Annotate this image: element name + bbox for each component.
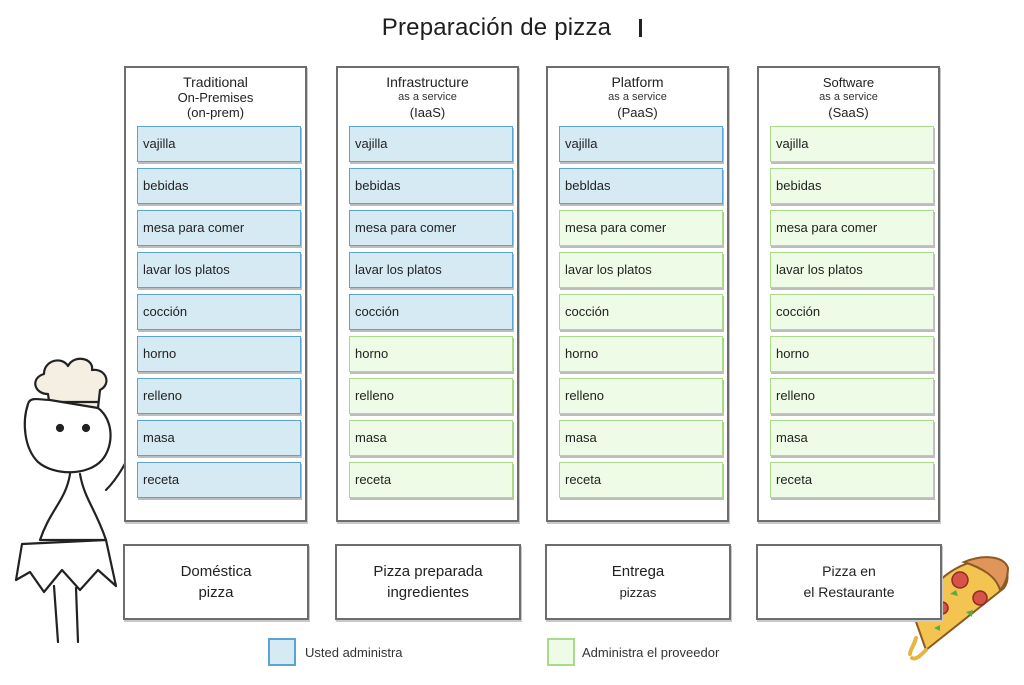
bottom-line-1: Entrega bbox=[611, 563, 665, 580]
layer-vajilla: vajilla bbox=[559, 126, 723, 162]
layer-lavar: lavar los platos bbox=[137, 252, 301, 288]
bottom-line-1: Pizza en bbox=[822, 563, 876, 579]
layer-receta: receta bbox=[349, 462, 513, 498]
layer-bebidas: bebldas bbox=[559, 168, 723, 204]
layer-masa: masa bbox=[770, 420, 934, 456]
layer-relleno: relleno bbox=[770, 378, 934, 414]
layer-mesa: mesa para comer bbox=[559, 210, 723, 246]
column-subtitle: On-Premises bbox=[177, 90, 254, 105]
bottom-line-2: pizza bbox=[198, 584, 234, 601]
column-saas: Software as a service (SaaS) vajilla beb… bbox=[757, 66, 940, 522]
column-header: Infrastructure as a service (IaaS) bbox=[338, 74, 517, 121]
layer-horno: horno bbox=[137, 336, 301, 372]
legend-label-you: Usted administra bbox=[305, 645, 403, 660]
legend-swatch-you bbox=[268, 638, 296, 666]
column-subtitle: as a service bbox=[608, 91, 667, 103]
title-text: Preparación de pizza bbox=[381, 14, 612, 41]
bottom-line-1: Pizza preparada bbox=[373, 563, 483, 580]
bottom-box-saas: Pizza en el Restaurante bbox=[756, 544, 942, 620]
bottom-line-2: pizzas bbox=[619, 585, 657, 600]
layer-bebidas: bebidas bbox=[349, 168, 513, 204]
layer-horno: horno bbox=[559, 336, 723, 372]
bottom-box-iaas: Pizza preparada ingredientes bbox=[335, 544, 521, 620]
legend-label-provider: Administra el proveedor bbox=[582, 645, 720, 660]
bottom-line-1: Doméstica bbox=[180, 563, 252, 580]
column-abbrev: (on-prem) bbox=[186, 105, 245, 120]
page-title: Preparación de pizza bbox=[0, 14, 1024, 42]
legend-swatch-provider bbox=[547, 638, 575, 666]
layer-coccion: cocción bbox=[137, 294, 301, 330]
layer-masa: masa bbox=[559, 420, 723, 456]
column-subtitle: as a service bbox=[398, 91, 457, 103]
column-abbrev: (IaaS) bbox=[409, 105, 446, 120]
column-title: Infrastructure bbox=[386, 74, 469, 90]
column-title: Software bbox=[822, 75, 875, 90]
layer-vajilla: vajilla bbox=[137, 126, 301, 162]
layer-vajilla: vajilla bbox=[770, 126, 934, 162]
layer-mesa: mesa para comer bbox=[137, 210, 301, 246]
chef-illustration bbox=[14, 357, 136, 644]
column-on-prem: Traditional On-Premises (on-prem) vajill… bbox=[124, 66, 307, 522]
layer-vajilla: vajilla bbox=[349, 126, 513, 162]
bottom-box-on-prem: Doméstica pizza bbox=[123, 544, 309, 620]
layer-mesa: mesa para comer bbox=[349, 210, 513, 246]
layer-coccion: cocción bbox=[770, 294, 934, 330]
column-title: Platform bbox=[611, 74, 664, 90]
layer-mesa: mesa para comer bbox=[770, 210, 934, 246]
layer-relleno: relleno bbox=[349, 378, 513, 414]
column-header: Software as a service (SaaS) bbox=[759, 75, 938, 120]
title-mark bbox=[639, 19, 643, 37]
column-subtitle: as a service bbox=[819, 91, 878, 103]
layer-receta: receta bbox=[770, 462, 934, 498]
column-abbrev: (PaaS) bbox=[617, 105, 658, 120]
bottom-line-2: ingredientes bbox=[387, 584, 469, 601]
layer-coccion: cocción bbox=[349, 294, 513, 330]
column-header: Platform as a service (PaaS) bbox=[548, 74, 727, 121]
layer-bebidas: bebidas bbox=[770, 168, 934, 204]
layer-bebidas: bebidas bbox=[137, 168, 301, 204]
layer-lavar: lavar los platos bbox=[349, 252, 513, 288]
layer-horno: horno bbox=[770, 336, 934, 372]
bottom-box-paas: Entrega pizzas bbox=[545, 544, 731, 620]
layer-lavar: lavar los platos bbox=[559, 252, 723, 288]
column-abbrev: (SaaS) bbox=[828, 105, 869, 120]
layer-horno: horno bbox=[349, 336, 513, 372]
column-iaas: Infrastructure as a service (IaaS) vajil… bbox=[336, 66, 519, 522]
layer-masa: masa bbox=[349, 420, 513, 456]
layer-coccion: cocción bbox=[559, 294, 723, 330]
layer-receta: receta bbox=[137, 462, 301, 498]
bottom-line-2: el Restaurante bbox=[803, 584, 895, 600]
layer-relleno: relleno bbox=[137, 378, 301, 414]
layer-masa: masa bbox=[137, 420, 301, 456]
column-title: Traditional bbox=[183, 74, 248, 90]
layer-relleno: relleno bbox=[559, 378, 723, 414]
column-header: Traditional On-Premises (on-prem) bbox=[126, 74, 305, 121]
column-paas: Platform as a service (PaaS) vajilla beb… bbox=[546, 66, 729, 522]
layer-receta: receta bbox=[559, 462, 723, 498]
layer-lavar: lavar los platos bbox=[770, 252, 934, 288]
